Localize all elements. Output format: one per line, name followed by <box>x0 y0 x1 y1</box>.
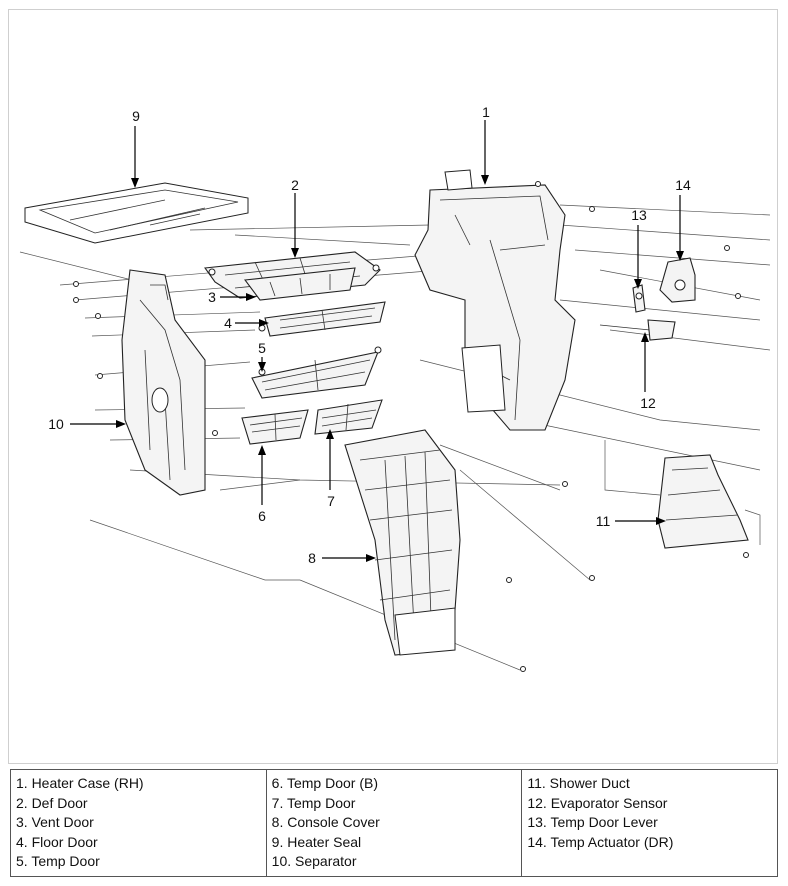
legend-item: 7. Temp Door <box>271 794 356 811</box>
callout-13: 13 <box>631 207 647 223</box>
legend-item: 1. Heater Case (RH) <box>16 775 144 791</box>
legend-column-2: 6. Temp Door (B) 7. Temp Door 8. Console… <box>267 770 523 876</box>
temp-door-7-part <box>314 399 383 435</box>
callout-4: 4 <box>224 315 232 331</box>
legend-item: 5. Temp Door <box>16 853 100 869</box>
callout-7: 7 <box>327 493 335 509</box>
callout-3: 3 <box>208 289 216 305</box>
callout-11: 11 <box>596 513 611 529</box>
legend-item: 2. Def Door <box>16 794 88 811</box>
legend-item: 11. Shower Duct <box>527 775 630 791</box>
callout-leaders <box>70 120 684 562</box>
callout-10: 10 <box>48 416 64 432</box>
floor-door-part <box>258 301 386 337</box>
callout-8: 8 <box>308 550 316 566</box>
callout-9: 9 <box>132 108 140 124</box>
legend-item: 12. Evaporator Sensor <box>527 794 668 811</box>
callout-labels: 1 2 3 4 5 6 7 8 9 10 11 12 13 14 <box>48 104 691 566</box>
legend-item: 10. Separator <box>271 853 357 869</box>
callout-1: 1 <box>482 104 490 120</box>
legend-column-1: 1. Heater Case (RH) 2. Def Door 3. Vent … <box>11 770 267 876</box>
heater-seal-part <box>24 182 249 244</box>
exploded-parts-diagram: 1 2 3 4 5 6 7 8 9 10 11 12 13 14 <box>19 104 771 672</box>
legend-item: 13. Temp Door Lever <box>527 814 658 830</box>
legend-item: 4. Floor Door <box>16 833 98 850</box>
shower-duct-part <box>657 454 749 549</box>
legend-column-3: 11. Shower Duct 12. Evaporator Sensor 13… <box>522 770 777 876</box>
console-cover-part <box>344 429 461 656</box>
legend-item: 8. Console Cover <box>271 814 380 830</box>
callout-2: 2 <box>291 177 299 193</box>
callout-12: 12 <box>640 395 656 411</box>
vent-door-part <box>243 267 356 301</box>
separator-part <box>121 269 206 496</box>
parts-legend-table: 1. Heater Case (RH) 2. Def Door 3. Vent … <box>10 769 778 877</box>
callout-5: 5 <box>258 340 266 356</box>
legend-item: 14. Temp Actuator (DR) <box>527 833 674 850</box>
temp-actuator-part <box>659 257 696 303</box>
legend-item: 6. Temp Door (B) <box>271 775 379 791</box>
callout-6: 6 <box>258 508 266 524</box>
screw-fasteners <box>73 181 749 672</box>
heater-case-rh-part <box>414 169 576 431</box>
callout-14: 14 <box>675 177 691 193</box>
temp-door-lever-part <box>632 284 646 313</box>
temp-door-part <box>251 346 382 399</box>
legend-item: 3. Vent Door <box>16 814 94 830</box>
evaporator-sensor-part <box>599 319 676 341</box>
legend-item: 9. Heater Seal <box>271 833 362 850</box>
temp-door-b-part <box>241 409 309 445</box>
